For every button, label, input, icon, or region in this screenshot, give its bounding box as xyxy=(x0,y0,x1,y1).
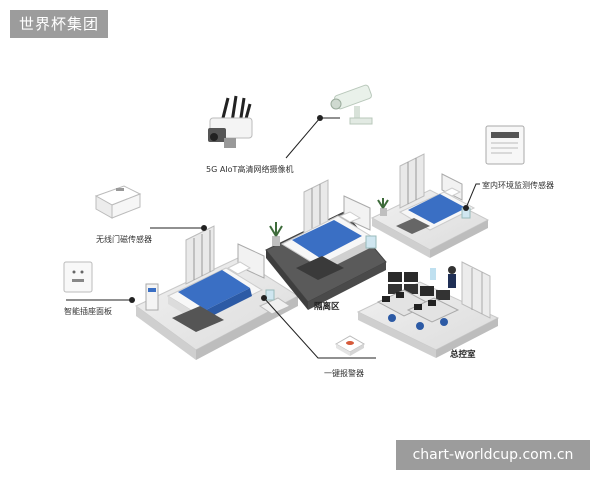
socket-panel-leader xyxy=(66,297,135,303)
upper-room xyxy=(370,153,490,258)
alarm-label: 一键报警器 xyxy=(324,369,364,378)
socket-panel-icon xyxy=(63,261,93,293)
alarm-leader xyxy=(261,295,376,359)
camera-leader-line xyxy=(285,115,340,159)
alarm-button-icon xyxy=(334,335,366,356)
camera-label: 5G AIoT高清网络摄像机 xyxy=(206,165,294,174)
isolation-zone-label: 隔离区 xyxy=(314,302,340,312)
router-camera-icon xyxy=(208,95,253,148)
indoor-sensor-label: 室内环境监测传感器 xyxy=(482,181,554,190)
main-room xyxy=(135,225,299,360)
bullet-camera-icon xyxy=(330,84,373,125)
brand-badge: 世界杯集团 xyxy=(10,10,108,38)
door-sensor-label: 无线门磁传感器 xyxy=(96,235,152,244)
isolation-room xyxy=(265,179,387,310)
control-room xyxy=(356,261,500,358)
sensor-box-icon xyxy=(485,125,525,165)
watermark: chart-worldcup.com.cn xyxy=(396,440,590,470)
control-room-label: 总控室 xyxy=(450,350,476,360)
door-sensor-leader xyxy=(150,225,207,231)
indoor-sensor-leader xyxy=(463,183,480,211)
smart-panel-label: 智能插座面板 xyxy=(64,307,112,316)
door-sensor-icon xyxy=(94,185,142,219)
